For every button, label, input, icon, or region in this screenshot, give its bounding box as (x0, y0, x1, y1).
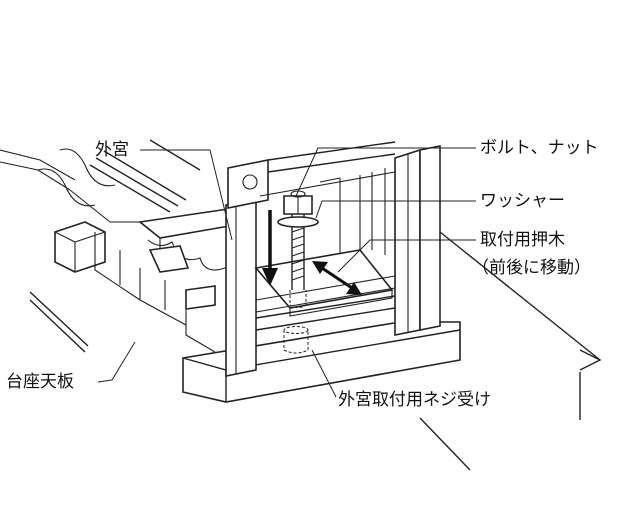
label-screw-receiver: 外宮取付用ネジ受け (338, 390, 491, 410)
label-clamp-wood-note: （前後に移動） (472, 258, 591, 278)
clamp-wood (254, 249, 396, 317)
background-cabinet (0, 148, 165, 273)
outer-shrine-rails (89, 139, 201, 213)
label-base-top-board: 台座天板 (6, 372, 74, 392)
inner-rail (255, 295, 396, 331)
label-outer-shrine: 外宮 (95, 140, 129, 160)
base-table-surface (29, 231, 602, 471)
label-bolt-nut: ボルト、ナット (480, 138, 599, 158)
shrine-frame (225, 141, 441, 377)
leader-lines (97, 147, 476, 398)
label-washer: ワッシャー (480, 191, 565, 211)
lower-left-frame (94, 232, 216, 353)
label-clamp-wood: 取付用押木 (480, 230, 565, 250)
bolt-assembly (277, 190, 319, 354)
arrows (262, 210, 362, 295)
carved-beam (138, 207, 239, 310)
